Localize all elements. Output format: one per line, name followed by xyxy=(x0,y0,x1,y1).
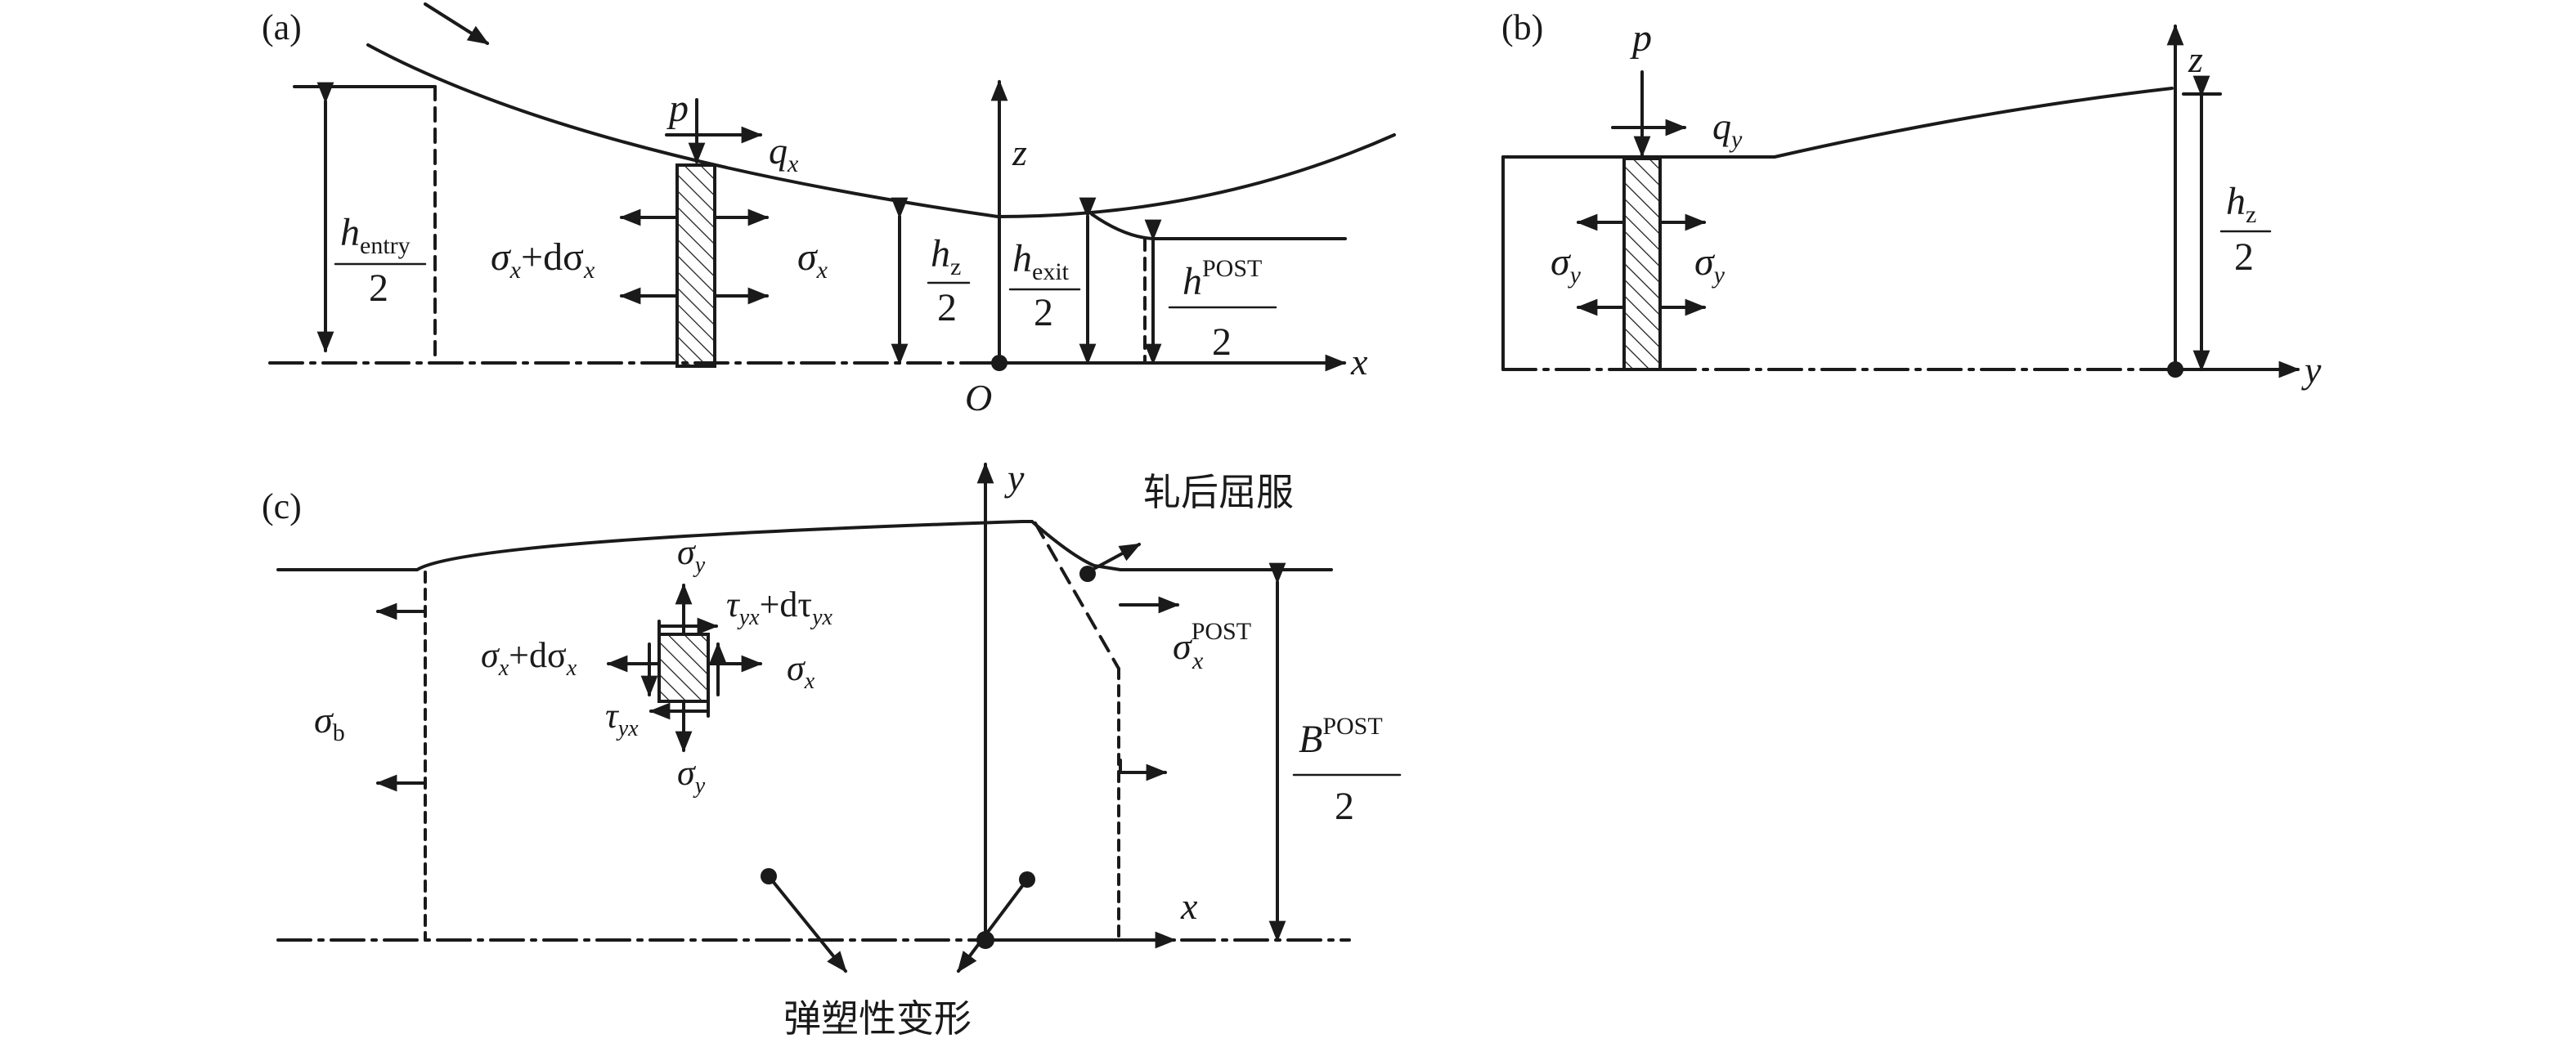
b-y-axis-label: y xyxy=(2301,349,2322,391)
c-yield-dashed-1 xyxy=(1034,522,1120,670)
c-strip-profile xyxy=(276,520,1333,571)
a-origin-dot xyxy=(991,355,1008,371)
c-sigma-plus-label: σx+dσx xyxy=(481,635,577,681)
a-roll-direction-arrow xyxy=(424,2,490,45)
b-origin-dot xyxy=(2167,361,2183,378)
c-tau-plus-label: τyx+dτyx xyxy=(726,584,833,630)
b-qy-label: qy xyxy=(1712,105,1743,153)
b-sigma-left-label: σy xyxy=(1551,240,1582,289)
c-sigma-x-label: σx xyxy=(787,648,815,694)
a-panel-label: (a) xyxy=(262,7,302,47)
c-x-axis-label: x xyxy=(1180,885,1198,927)
c-y-axis-label: y xyxy=(1004,457,1025,499)
b-p-label: p xyxy=(1630,16,1652,60)
a-x-axis-label: x xyxy=(1350,341,1368,383)
c-elasto-dot-2 xyxy=(1019,871,1035,888)
c-sigma-b-label: σb xyxy=(314,699,345,746)
a-h-post-den: 2 xyxy=(1212,320,1232,364)
a-slab-element xyxy=(675,163,716,368)
b-top-profile xyxy=(1501,87,2174,159)
c-panel-label: (c) xyxy=(262,486,302,526)
a-strip-exit xyxy=(1090,213,1347,240)
a-sigma-plus-label: σx+dσx xyxy=(491,235,595,284)
c-sigma-post-sub: x xyxy=(1192,647,1204,674)
a-origin-label: O xyxy=(965,377,992,419)
b-sigma-right-label: σy xyxy=(1694,240,1726,289)
c-bpost-den: 2 xyxy=(1335,785,1354,828)
a-h-entry-num: hentry xyxy=(340,211,411,259)
a-z-axis-label: z xyxy=(1012,132,1027,173)
panel-c xyxy=(276,462,1402,974)
a-h-post-num: hPOST xyxy=(1183,255,1262,303)
a-hz-den: 2 xyxy=(937,286,957,329)
c-elasto-dot-1 xyxy=(761,868,777,884)
c-tau-label: τyx xyxy=(605,696,639,741)
c-sigma-y-bottom-label: σy xyxy=(677,753,706,799)
c-yield-dot xyxy=(1079,566,1096,582)
c-stress-element xyxy=(657,633,710,703)
b-hz-den: 2 xyxy=(2234,235,2254,279)
a-roll-profile xyxy=(366,43,1396,219)
c-elastoplastic-label: 弹塑性变形 xyxy=(783,996,972,1041)
c-origin-dot xyxy=(976,931,994,949)
c-bpost-num: BPOST xyxy=(1299,713,1383,761)
a-hz-num: hz xyxy=(931,232,961,280)
c-yield-arrow xyxy=(1086,543,1142,574)
panel-b xyxy=(1501,24,2300,378)
c-sigma-y-top-label: σy xyxy=(677,532,706,578)
b-hz-num: hz xyxy=(2226,180,2256,228)
c-post-yield-label: 轧后屈服 xyxy=(1143,470,1294,514)
a-qx-label: qx xyxy=(769,130,799,177)
a-p-label: p xyxy=(666,87,689,130)
b-slab-element xyxy=(1622,157,1662,371)
c-sigma-post-label: σPOST xyxy=(1173,618,1251,667)
a-h-exit-den: 2 xyxy=(1034,291,1053,334)
c-elasto-pointer-2 xyxy=(957,878,1029,974)
panel-a xyxy=(268,2,1396,372)
a-sigma-label: σx xyxy=(797,235,828,284)
c-elasto-pointer-1 xyxy=(767,875,847,974)
b-panel-label: (b) xyxy=(1501,7,1543,47)
b-z-axis-label: z xyxy=(2188,38,2203,80)
a-h-exit-num: hexit xyxy=(1012,237,1070,285)
a-h-entry-den: 2 xyxy=(369,266,388,310)
